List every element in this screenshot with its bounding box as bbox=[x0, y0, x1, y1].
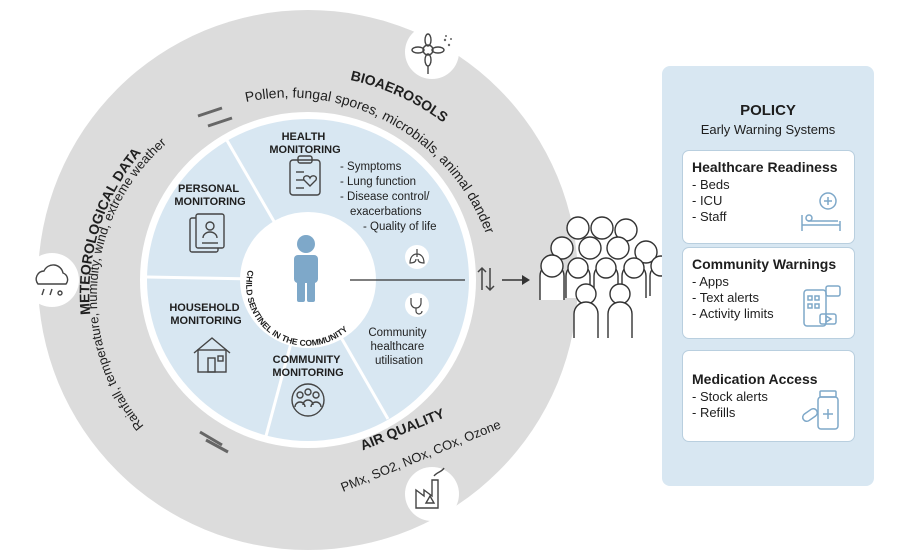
list-item: - Text alerts bbox=[692, 290, 759, 305]
personal-monitoring-title: PERSONAL MONITORING bbox=[174, 183, 245, 208]
house-icon bbox=[193, 337, 231, 373]
policy-title: POLICY bbox=[740, 102, 796, 119]
card-title: Community Warnings bbox=[692, 256, 837, 272]
list-item: - Refills bbox=[692, 405, 736, 420]
arrow-to-crowd-icon bbox=[502, 275, 530, 285]
stethoscope-icon bbox=[405, 293, 429, 317]
weather-cloud-icon bbox=[25, 253, 79, 307]
lungs-icon bbox=[405, 245, 429, 269]
bidirectional-arrows-icon bbox=[477, 266, 495, 292]
list-item: - Beds bbox=[692, 177, 730, 192]
hospital-bed-icon bbox=[801, 192, 841, 231]
list-item: - Apps bbox=[692, 274, 729, 289]
community-healthcare-label: Community healthcare utilisation bbox=[368, 327, 429, 367]
list-item: - Activity limits bbox=[692, 306, 774, 321]
list-item: - Stock alerts bbox=[692, 389, 768, 404]
community-crowd-icon bbox=[539, 216, 673, 338]
card-title: Medication Access bbox=[692, 371, 818, 387]
exchange-arrows-top bbox=[197, 106, 233, 128]
health-monitoring-list: - Symptoms - Lung function - Disease con… bbox=[340, 161, 437, 233]
community-warnings-card: Community Warnings - Apps - Text alerts … bbox=[682, 247, 855, 339]
child-figure bbox=[294, 235, 318, 302]
healthcare-readiness-card: Healthcare Readiness - Beds - ICU - Staf… bbox=[682, 150, 855, 244]
household-monitoring-title: HOUSEHOLD MONITORING bbox=[169, 302, 242, 327]
factory-icon bbox=[405, 467, 459, 521]
policy-panel: POLICY Early Warning Systems Healthcare … bbox=[662, 66, 874, 486]
health-monitoring-title: HEALTH MONITORING bbox=[269, 131, 340, 156]
list-item: - Staff bbox=[692, 209, 727, 224]
medicine-bottle-icon bbox=[801, 390, 839, 430]
policy-subtitle: Early Warning Systems bbox=[700, 122, 836, 137]
exchange-arrows-bottom bbox=[199, 430, 229, 454]
list-item: - ICU bbox=[692, 193, 723, 208]
community-monitoring-title: COMMUNITY MONITORING bbox=[272, 354, 343, 379]
flower-icon bbox=[405, 25, 459, 79]
medication-access-card: Medication Access - Stock alerts - Refil… bbox=[682, 350, 855, 442]
id-card-icon bbox=[189, 213, 225, 253]
community-group-icon bbox=[291, 383, 325, 417]
card-title: Healthcare Readiness bbox=[692, 159, 838, 175]
clipboard-icon bbox=[289, 155, 321, 196]
phone-alerts-icon bbox=[803, 285, 841, 327]
